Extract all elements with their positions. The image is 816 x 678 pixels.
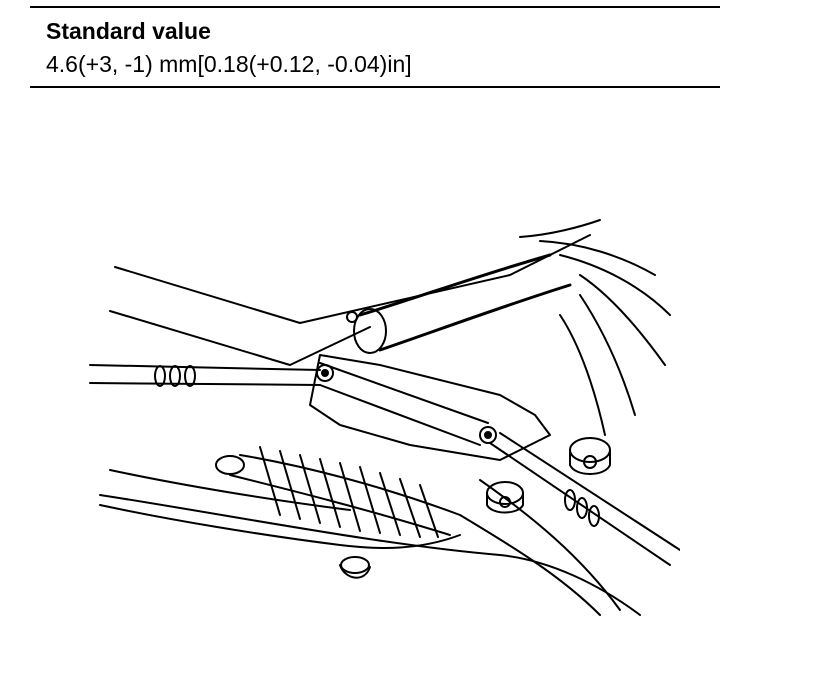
bottom-rule <box>30 86 720 88</box>
top-rule <box>30 6 720 8</box>
standard-value-box: Standard value 4.6(+3, -1) mm[0.18(+0.12… <box>30 0 720 89</box>
suspension-arm-measurement-illustration-icon <box>89 219 680 616</box>
suspension-arm-illustration <box>80 215 680 620</box>
standard-value-text: 4.6(+3, -1) mm[0.18(+0.12, -0.04)in] <box>46 51 412 77</box>
standard-value-title: Standard value <box>46 18 211 44</box>
